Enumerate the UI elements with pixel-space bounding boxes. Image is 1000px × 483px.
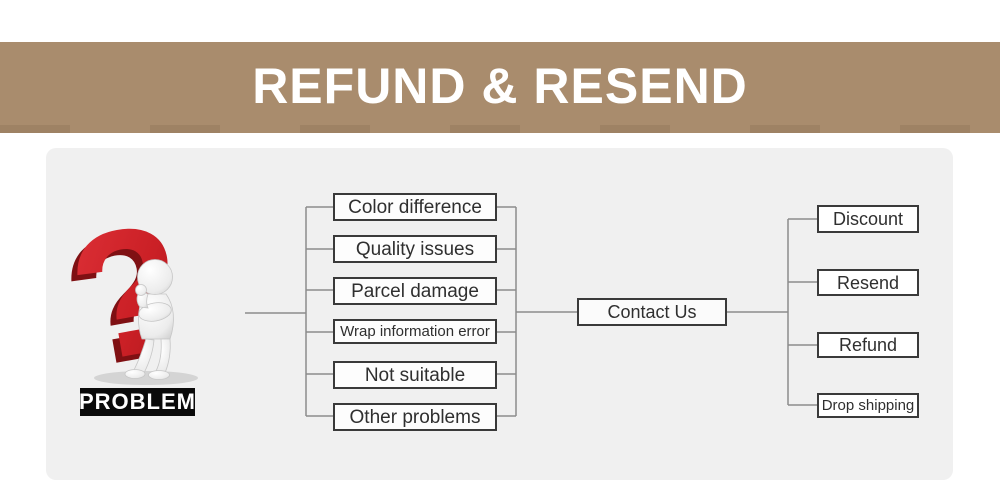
problem-box-color-difference: Color difference [333,193,497,221]
contact-us-box: Contact Us [577,298,727,326]
problem-label: PROBLEM [79,388,196,416]
flow-connector-lines [245,206,817,417]
problem-box-parcel-damage: Parcel damage [333,277,497,305]
solution-box-resend: Resend [817,269,919,296]
flowchart-panel: ? ? PROBLEM Color difference Quality iss… [46,148,953,480]
question-mark-thinking-figure-icon: ? ? [66,208,200,398]
problem-box-not-suitable: Not suitable [333,361,497,389]
refund-resend-banner: REFUND & RESEND [0,42,1000,133]
solution-box-drop-shipping: Drop shipping [817,393,919,418]
problem-box-other-problems: Other problems [333,403,497,431]
solution-box-discount: Discount [817,205,919,233]
solution-box-refund: Refund [817,332,919,358]
banner-title: REFUND & RESEND [252,57,748,114]
problem-box-wrap-information-error: Wrap information error [333,319,497,344]
problem-box-quality-issues: Quality issues [333,235,497,263]
